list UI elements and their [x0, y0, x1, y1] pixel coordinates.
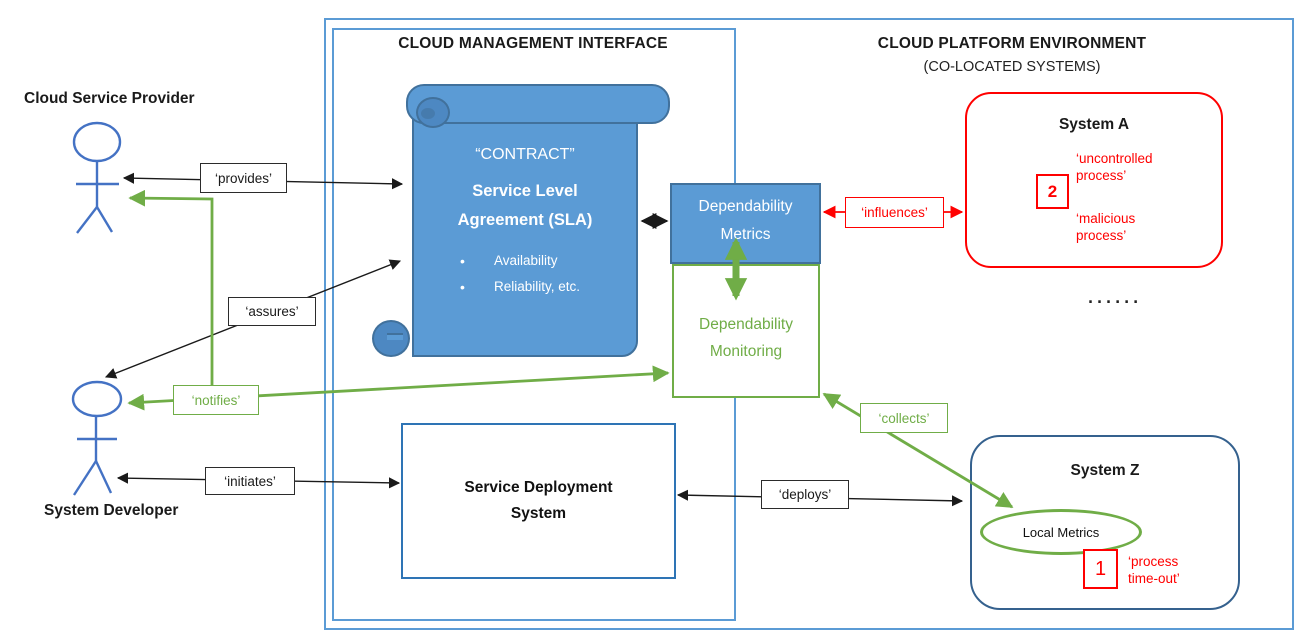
- sla-bullet-availability: Availability: [414, 248, 636, 274]
- provider-figure: [72, 121, 122, 234]
- system-a-title: System A: [1058, 116, 1130, 133]
- contract-heading: “CONTRACT”: [475, 146, 575, 163]
- sds-label: Service Deployment System: [464, 479, 613, 522]
- notifies-label: ‘notifies’: [173, 385, 259, 415]
- developer-head-icon: [71, 380, 123, 418]
- provider-head-icon: [72, 121, 122, 163]
- sla-title-line1: Service Level: [472, 182, 578, 200]
- sla-title-line2: Agreement (SLA): [457, 211, 593, 229]
- scroll-top-curl-icon: [416, 97, 450, 128]
- system-z-badge: 1: [1083, 549, 1118, 589]
- initiates-label: ‘initiates’: [205, 467, 295, 495]
- cmi-title: CLOUD MANAGEMENT INTERFACE: [398, 35, 668, 52]
- sla-bullet-reliability: Reliability, etc.: [414, 274, 636, 300]
- cpe-title: CLOUD PLATFORM ENVIRONMENT: [877, 35, 1147, 52]
- system-a-badge: 2: [1036, 174, 1069, 209]
- system-z-title: System Z: [1070, 462, 1140, 479]
- provider-label: Cloud Service Provider: [24, 90, 195, 107]
- system-a-note-uncontrolled: ‘uncontrolled process’: [1076, 151, 1153, 183]
- scroll-body: “CONTRACT” Service Level Agreement (SLA)…: [412, 118, 638, 357]
- scroll-bottom-curl-icon: [372, 320, 410, 357]
- service-deployment-system-box: Service Deployment System: [401, 423, 676, 579]
- provides-label: ‘provides’: [200, 163, 287, 193]
- sla-contract-scroll: “CONTRACT” Service Level Agreement (SLA)…: [372, 84, 670, 358]
- dependability-monitoring-box: Dependability Monitoring: [672, 264, 820, 398]
- system-a-box: [965, 92, 1223, 268]
- influences-label: ‘influences’: [845, 197, 944, 228]
- notifies-provider-branch: [128, 189, 214, 390]
- developer-label: System Developer: [44, 502, 179, 519]
- sla-bullet-list: Availability Reliability, etc.: [414, 248, 636, 300]
- dependability-metrics-box: Dependability Metrics: [670, 183, 821, 264]
- system-z-note-timeout: ‘process time-out’: [1128, 554, 1180, 586]
- deploys-label: ‘deploys’: [761, 480, 849, 509]
- cpe-subtitle: (CO-LOCATED SYSTEMS): [923, 59, 1101, 75]
- scroll-top-roll: [406, 84, 670, 124]
- local-metrics-ellipse: Local Metrics: [980, 509, 1142, 555]
- system-a-note-malicious: ‘malicious process’: [1076, 211, 1136, 243]
- assures-label: ‘assures’: [228, 297, 316, 326]
- developer-figure: [71, 380, 123, 496]
- collects-label: ‘collects’: [860, 403, 948, 433]
- co-located-systems-ellipsis: ......: [1086, 289, 1141, 307]
